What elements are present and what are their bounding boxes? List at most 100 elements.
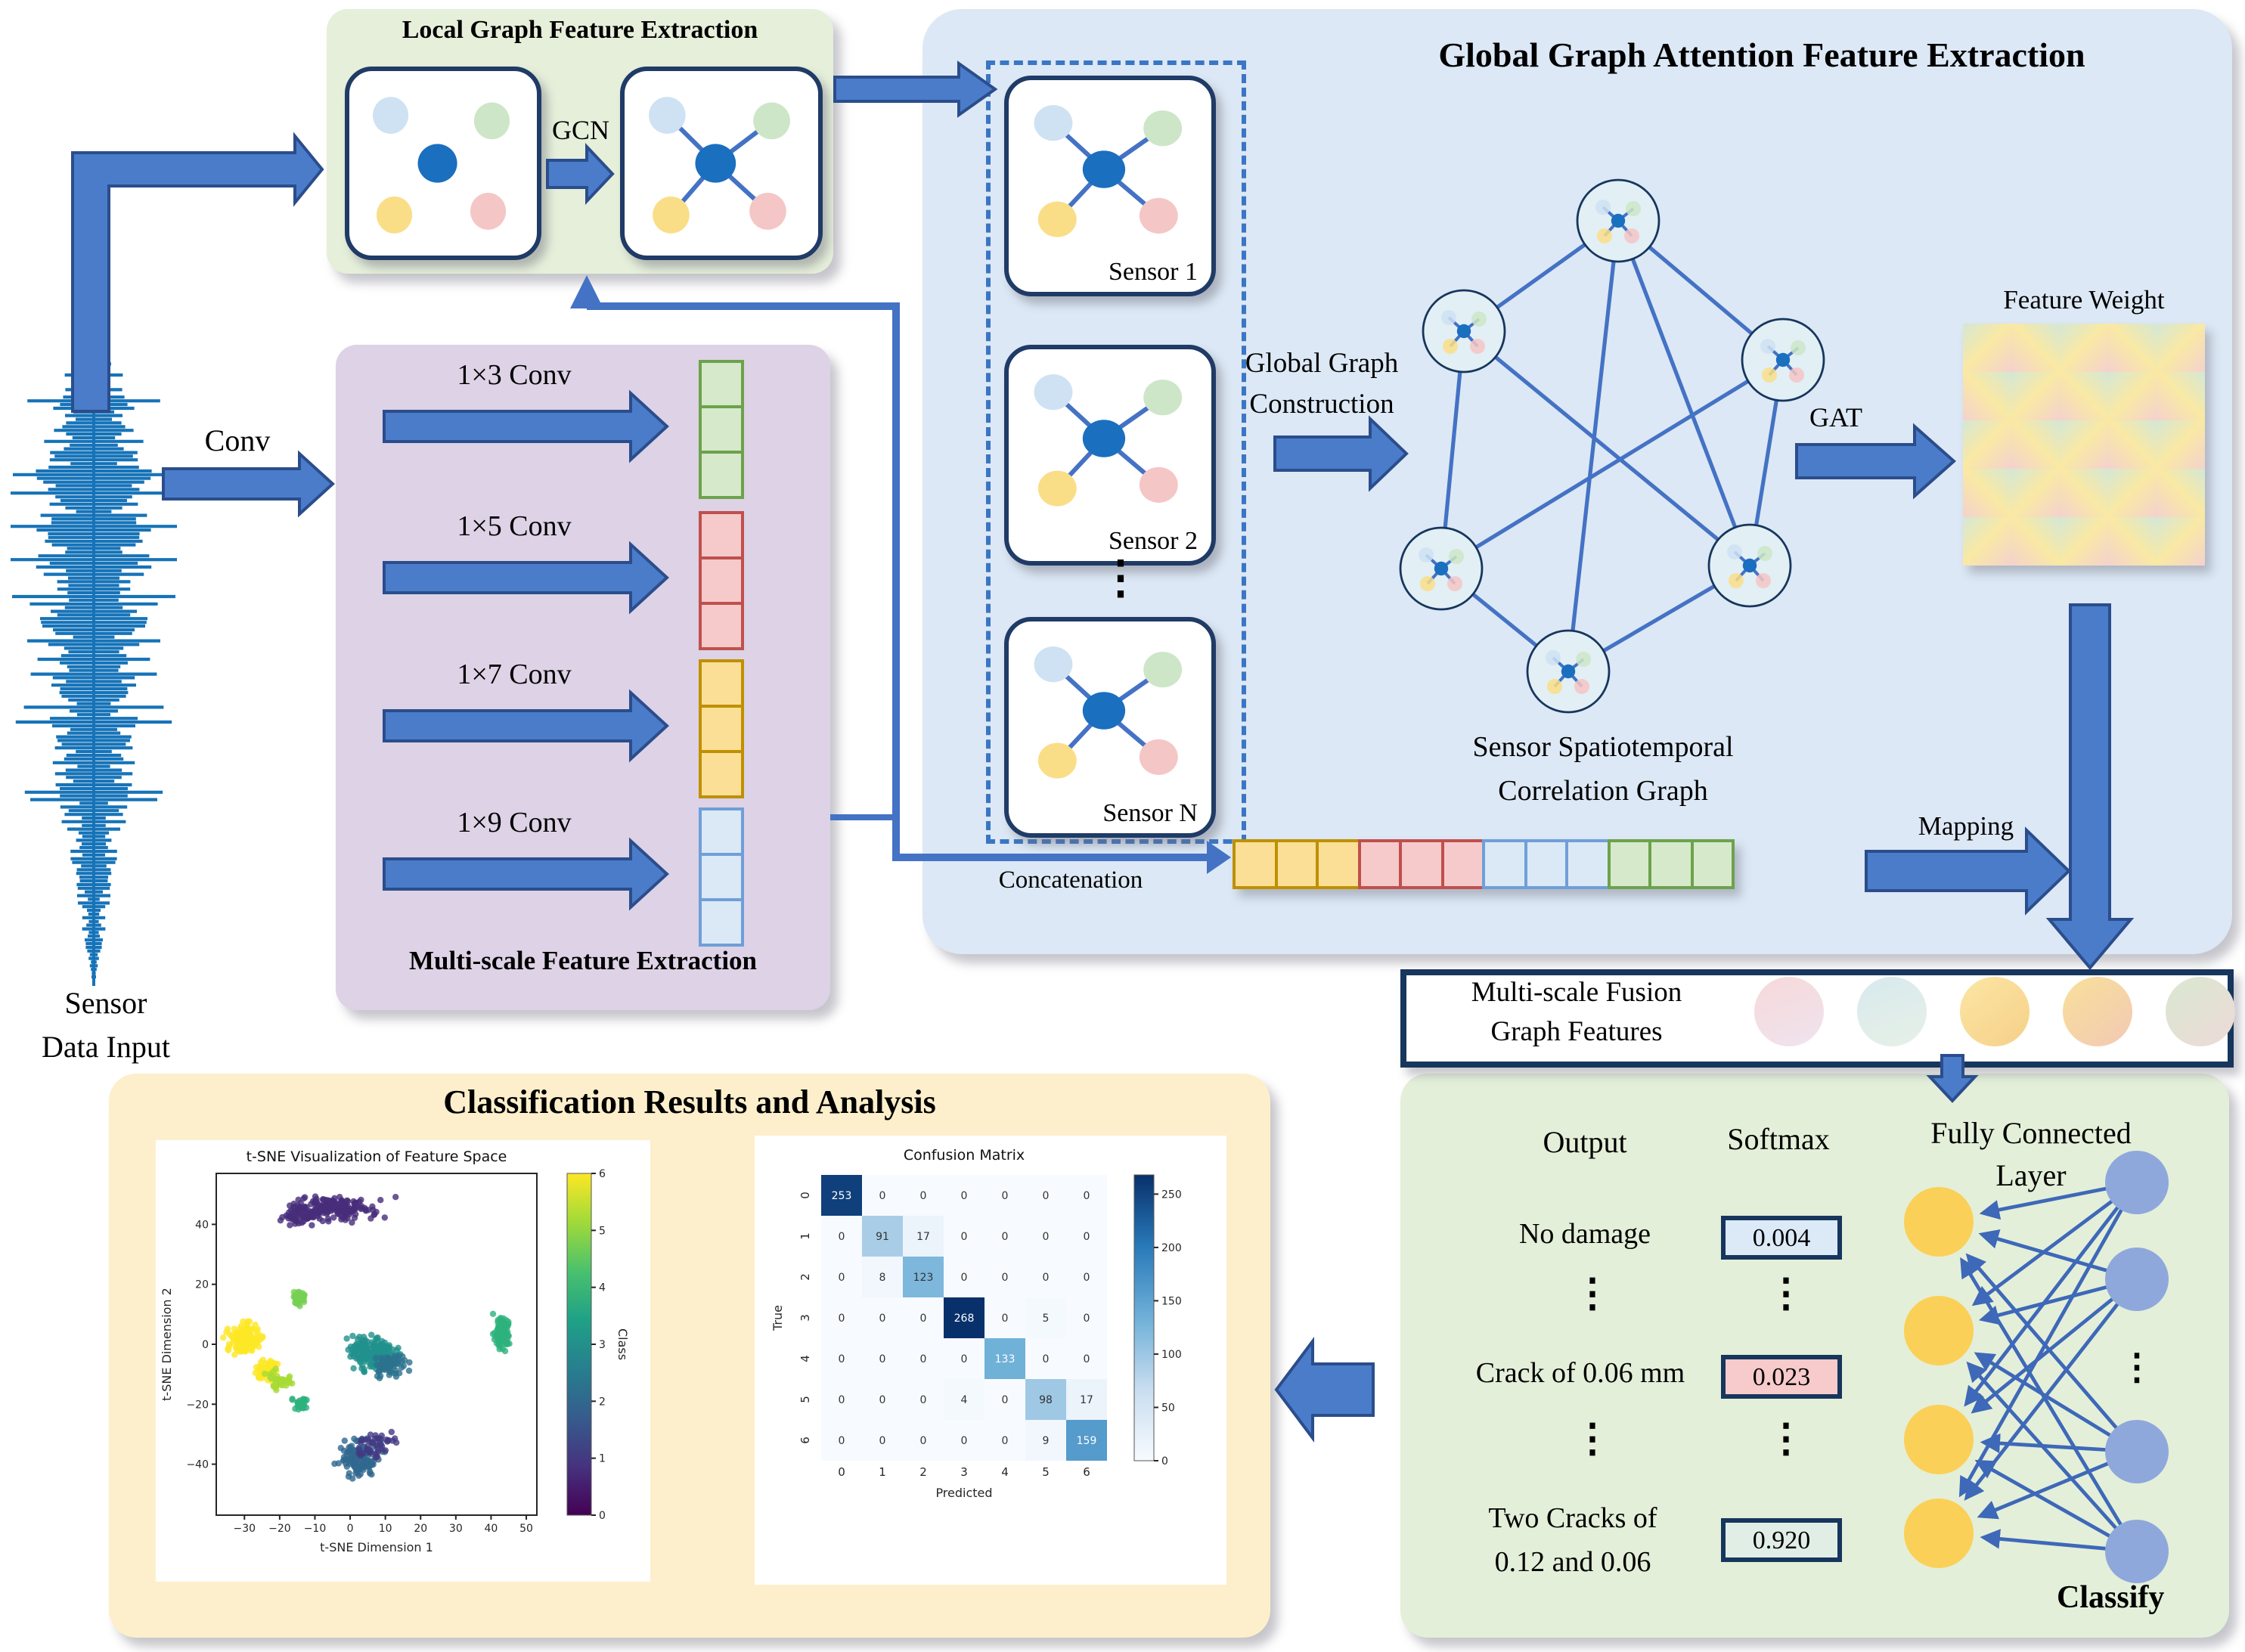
- svg-text:4: 4: [599, 1282, 606, 1294]
- concat-cell: [1524, 839, 1568, 889]
- svg-text:0: 0: [879, 1353, 886, 1365]
- svg-text:4: 4: [798, 1355, 812, 1362]
- concat-cell: [1565, 839, 1610, 889]
- svg-text:0: 0: [202, 1339, 209, 1351]
- softmax-header: Softmax: [1727, 1124, 1830, 1157]
- svg-text:0: 0: [879, 1313, 886, 1325]
- sensor-1-box: Sensor 1: [1004, 76, 1216, 296]
- construction-label: Global Graph Construction: [1201, 345, 1443, 426]
- feature-weight-cell: [2060, 469, 2108, 517]
- svg-text:2: 2: [798, 1273, 812, 1281]
- fusion-label-line1: Multi-scale Fusion: [1471, 978, 1682, 1009]
- svg-text:0: 0: [1043, 1272, 1050, 1284]
- multiscale-title: Multi-scale Feature Extraction: [408, 945, 758, 975]
- construction-label-line1: Global Graph: [1245, 349, 1399, 380]
- feature-weight-cell: [2060, 420, 2108, 469]
- correlation-caption-line2: Correlation Graph: [1498, 776, 1708, 808]
- svg-text:0: 0: [1043, 1231, 1050, 1243]
- concat-cell: [1607, 839, 1651, 889]
- svg-text:4: 4: [1001, 1465, 1009, 1479]
- sensor-input-label: Sensor Data Input: [0, 983, 212, 1071]
- output-ellipsis-2: ⋮: [1573, 1417, 1612, 1461]
- svg-text:0: 0: [1084, 1231, 1090, 1243]
- svg-text:0: 0: [879, 1190, 886, 1202]
- svg-text:0: 0: [839, 1353, 845, 1365]
- concat-cell: [1233, 839, 1277, 889]
- feature-weight-cell: [2060, 517, 2108, 566]
- svg-text:0: 0: [879, 1394, 886, 1406]
- svg-text:6: 6: [798, 1437, 812, 1444]
- svg-text:0: 0: [1043, 1190, 1050, 1202]
- svg-text:5: 5: [1043, 1313, 1050, 1325]
- svg-text:17: 17: [916, 1231, 930, 1243]
- svg-text:91: 91: [876, 1231, 889, 1243]
- feature-circle: [2063, 977, 2132, 1046]
- class-row-0-label: No damage: [1518, 1219, 1651, 1251]
- class-row-2-label-line2: 0.12 and 0.06: [1494, 1547, 1651, 1579]
- connected-graph-motif: [649, 97, 790, 234]
- concat-cell: [1357, 839, 1402, 889]
- concat-cell: [1316, 839, 1360, 889]
- svg-text:17: 17: [1080, 1394, 1093, 1406]
- svg-text:30: 30: [449, 1523, 463, 1535]
- svg-text:1: 1: [879, 1465, 886, 1479]
- svg-text:t-SNE Dimension 1: t-SNE Dimension 1: [320, 1540, 433, 1554]
- svg-text:0: 0: [961, 1231, 968, 1243]
- svg-text:3: 3: [798, 1314, 812, 1322]
- svg-text:0: 0: [961, 1190, 968, 1202]
- svg-text:0: 0: [838, 1465, 845, 1479]
- class-row-1-label: Crack of 0.06 mm: [1475, 1358, 1685, 1390]
- svg-text:98: 98: [1039, 1394, 1053, 1406]
- sensor-waveform: [11, 336, 177, 986]
- svg-text:0: 0: [920, 1353, 927, 1365]
- feature-weight-cell: [1963, 324, 2011, 372]
- svg-text:−30: −30: [234, 1523, 256, 1535]
- svg-text:150: 150: [1161, 1295, 1182, 1307]
- svg-text:0: 0: [920, 1313, 927, 1325]
- svg-text:0: 0: [347, 1523, 354, 1535]
- svg-text:t-SNE Visualization of Feature: t-SNE Visualization of Feature Space: [247, 1148, 507, 1165]
- svg-text:0: 0: [920, 1435, 927, 1447]
- sensor-input-label-line1: Sensor: [64, 987, 147, 1021]
- svg-text:0: 0: [839, 1313, 845, 1325]
- local-graph-before-box: [345, 67, 541, 260]
- sensor-n-graph-motif: [1034, 646, 1183, 779]
- feature-weight-cell: [2060, 372, 2108, 420]
- class-row-0-value: 0.004: [1721, 1216, 1842, 1260]
- feature-weight-cell: [1963, 517, 2011, 566]
- svg-text:0: 0: [1002, 1435, 1009, 1447]
- svg-text:0: 0: [839, 1272, 845, 1284]
- local-graph-after-box: [620, 67, 823, 260]
- svg-text:5: 5: [599, 1225, 606, 1237]
- concat-cell: [1648, 839, 1693, 889]
- sensor-2-label: Sensor 2: [1108, 526, 1198, 555]
- svg-text:50: 50: [1161, 1402, 1175, 1414]
- concat-cell: [1482, 839, 1527, 889]
- svg-text:0: 0: [1002, 1231, 1009, 1243]
- feature-weight-cell: [2011, 517, 2060, 566]
- feature-circle: [1960, 977, 2029, 1046]
- fusion-feature-circles: [1754, 977, 2245, 1046]
- softmax-ellipsis-1: ⋮: [1766, 1272, 1806, 1316]
- svg-text:40: 40: [195, 1219, 209, 1231]
- conv-1x5-label: 1×5 Conv: [457, 511, 572, 543]
- fc-header-line1: Fully Connected: [1930, 1117, 2132, 1151]
- svg-text:−40: −40: [186, 1459, 209, 1471]
- output-header: Output: [1543, 1127, 1627, 1160]
- unconnected-graph-motif: [373, 97, 510, 234]
- svg-text:−20: −20: [186, 1399, 209, 1411]
- svg-text:0: 0: [961, 1435, 968, 1447]
- svg-text:0: 0: [1084, 1272, 1090, 1284]
- feature-weight-cell: [2108, 324, 2157, 372]
- svg-text:−10: −10: [304, 1523, 327, 1535]
- fusion-label: Multi-scale Fusion Graph Features: [1422, 975, 1732, 1054]
- correlation-caption: Sensor Spatiotemporal Correlation Graph: [1376, 726, 1830, 815]
- svg-text:0: 0: [961, 1272, 968, 1284]
- softmax-ellipsis-2: ⋮: [1766, 1417, 1806, 1461]
- concat-cell: [1274, 839, 1319, 889]
